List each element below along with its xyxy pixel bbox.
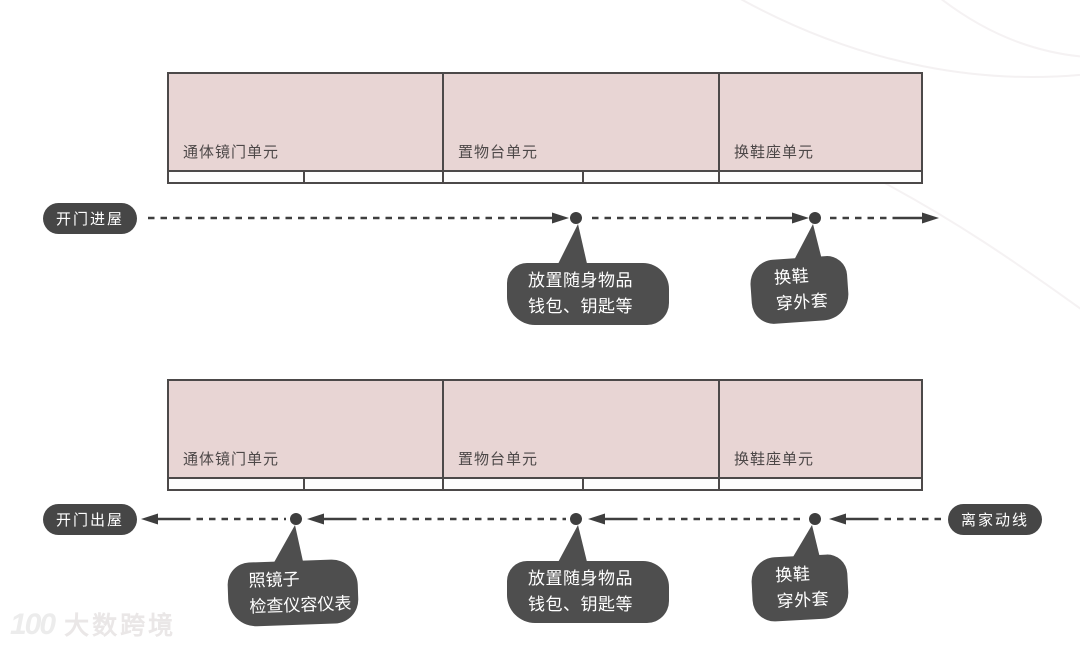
cabinet-elevation-enter: 通体镜门单元 置物台单元 换鞋座单元 bbox=[167, 72, 923, 172]
flow-stop-dot bbox=[809, 212, 821, 224]
arrowhead-right-icon bbox=[922, 212, 939, 224]
plinth-cell bbox=[305, 172, 444, 182]
bubble-line: 放置随身物品 bbox=[528, 569, 633, 588]
bg-curve bbox=[740, 0, 1080, 78]
plinth-cell bbox=[584, 172, 720, 182]
flow-stop-dot bbox=[290, 513, 302, 525]
arrowhead-left-icon bbox=[829, 513, 846, 525]
bubble-tail bbox=[556, 224, 588, 268]
plinth-cell bbox=[444, 172, 584, 182]
unit-label: 换鞋座单元 bbox=[734, 144, 815, 161]
unit-console: 置物台单元 bbox=[444, 381, 720, 477]
flow-enter bbox=[148, 212, 939, 224]
unit-shoe-bench: 换鞋座单元 bbox=[720, 74, 921, 170]
unit-console: 置物台单元 bbox=[444, 74, 720, 170]
cabinet-elevation-leave: 通体镜门单元 置物台单元 换鞋座单元 bbox=[167, 379, 923, 479]
arrowhead-right-icon bbox=[552, 212, 569, 224]
arrowhead-right-icon bbox=[792, 212, 809, 224]
watermark-logo: 100 bbox=[10, 608, 56, 641]
bubble-check-mirror-leave: 照镜子 检查仪容仪表 bbox=[226, 558, 360, 628]
unit-shoe-bench: 换鞋座单元 bbox=[720, 381, 921, 477]
bubble-line: 放置随身物品 bbox=[528, 271, 633, 290]
arrowhead-left-icon bbox=[141, 513, 158, 525]
bubble-place-items-enter: 放置随身物品 钱包、钥匙等 bbox=[507, 263, 669, 325]
pill-enter-home: 开门进屋 bbox=[43, 203, 138, 234]
arrowhead-left-icon bbox=[588, 513, 605, 525]
unit-label: 通体镜门单元 bbox=[183, 451, 280, 468]
plinth-cell bbox=[720, 479, 921, 489]
plinth-cell bbox=[169, 172, 305, 182]
bubble-line: 钱包、钥匙等 bbox=[528, 297, 633, 316]
unit-mirror-door: 通体镜门单元 bbox=[169, 381, 444, 477]
flow-leave bbox=[141, 513, 942, 525]
bubble-line: 钱包、钥匙等 bbox=[528, 595, 633, 614]
unit-label: 换鞋座单元 bbox=[734, 451, 815, 468]
bubble-place-items-leave: 放置随身物品 钱包、钥匙等 bbox=[507, 561, 669, 623]
bubble-line: 换鞋 bbox=[774, 564, 811, 586]
plinth-cell bbox=[720, 172, 921, 182]
pill-leaving-route: 离家动线 bbox=[948, 504, 1043, 535]
bubble-change-shoes-leave: 换鞋 穿外套 bbox=[750, 553, 850, 623]
pill-exit-home: 开门出屋 bbox=[43, 504, 138, 535]
flow-stop-dot bbox=[809, 513, 821, 525]
unit-label: 置物台单元 bbox=[458, 451, 539, 468]
plinth-cell bbox=[305, 479, 444, 489]
bg-curve bbox=[849, 164, 1080, 310]
flow-stop-dot bbox=[570, 513, 582, 525]
plinth-leave bbox=[167, 477, 923, 491]
bubble-line: 检查仪容仪表 bbox=[249, 593, 352, 617]
plinth-cell bbox=[169, 479, 305, 489]
watermark-text: 大数跨境 bbox=[64, 612, 177, 640]
plinth-enter bbox=[167, 170, 923, 184]
arrowhead-left-icon bbox=[307, 513, 324, 525]
bubble-tail bbox=[556, 525, 588, 566]
bg-curve bbox=[940, 0, 1080, 58]
unit-label: 置物台单元 bbox=[458, 144, 539, 161]
unit-label: 通体镜门单元 bbox=[183, 144, 280, 161]
bubble-line: 穿外套 bbox=[776, 589, 830, 612]
plinth-cell bbox=[444, 479, 584, 489]
watermark: 100 大数跨境 bbox=[10, 608, 177, 641]
bubble-line: 照镜子 bbox=[248, 569, 300, 591]
flow-stop-dot bbox=[570, 212, 582, 224]
unit-mirror-door: 通体镜门单元 bbox=[169, 74, 444, 170]
plinth-cell bbox=[584, 479, 720, 489]
bubble-change-shoes-enter: 换鞋 穿外套 bbox=[748, 254, 851, 326]
bubble-line: 穿外套 bbox=[775, 291, 829, 314]
